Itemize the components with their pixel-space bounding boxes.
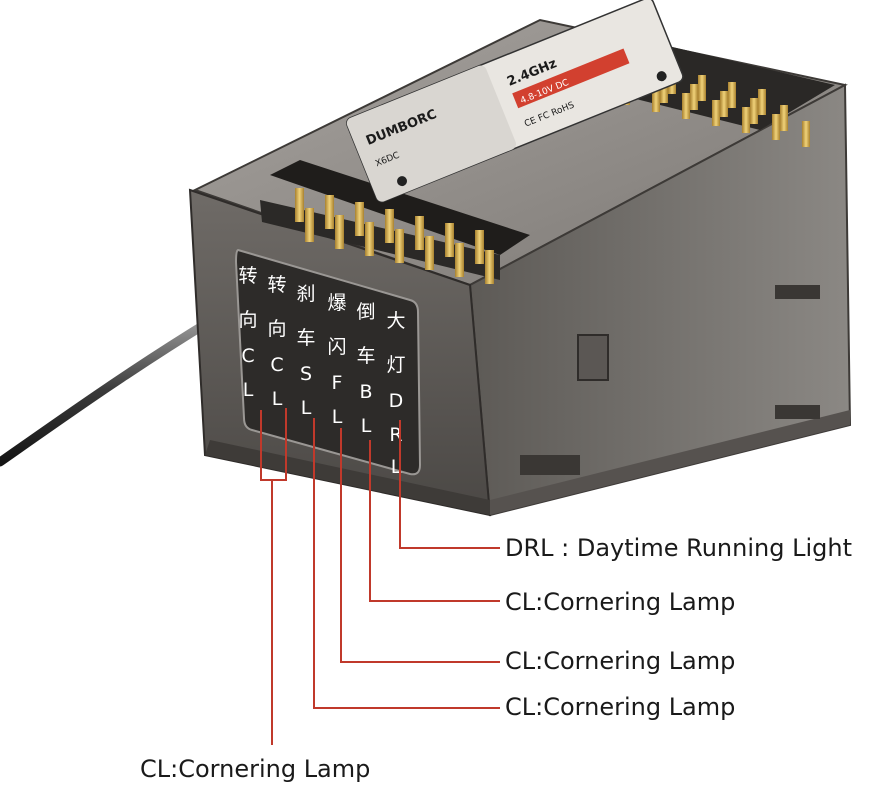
channel-label-sl-l1: S	[300, 363, 312, 385]
channel-label-sl-cn1: 刹	[296, 283, 315, 305]
model-sticker: DUMBORC X6DC 2.4GHz 4.8-10V DC CE FC RoH…	[346, 0, 684, 203]
channel-label-drl-cn2: 灯	[386, 354, 405, 376]
channel-label-fl-l1: F	[332, 372, 343, 394]
front-pin	[455, 243, 464, 277]
front-pin	[355, 202, 364, 236]
rear-pin	[772, 114, 780, 140]
callout-fl: CL:Cornering Lamp	[505, 647, 736, 675]
callout-cl: CL:Cornering Lamp	[140, 755, 371, 783]
channel-label-drl-l3: L	[391, 456, 402, 478]
front-pin	[475, 230, 484, 264]
channel-label-fl-cn2: 闪	[327, 336, 346, 358]
leader-lines	[260, 408, 500, 745]
rear-pin	[690, 84, 698, 110]
channel-label-fl-l2: L	[332, 406, 343, 428]
channel-label-cl1-l2: L	[243, 379, 254, 401]
rear-pin	[720, 91, 728, 117]
rear-pin	[758, 89, 766, 115]
channel-label-cl1-l1: C	[241, 345, 254, 367]
channel-label-sl-cn2: 车	[296, 327, 315, 349]
channel-label-cl2-cn1: 转	[267, 274, 286, 296]
front-pin	[445, 223, 454, 257]
front-pin	[385, 209, 394, 243]
channel-label-drl-cn1: 大	[386, 310, 405, 332]
channel-label-bl-cn2: 车	[356, 345, 375, 367]
front-pin	[425, 236, 434, 270]
front-pin	[325, 195, 334, 229]
channel-label-bl-cn1: 倒	[356, 301, 375, 323]
channel-label-cl2-cn2: 向	[267, 318, 286, 340]
rear-pin	[712, 100, 720, 126]
front-pin	[415, 216, 424, 250]
front-pin	[295, 188, 304, 222]
channel-label-cl2-l1: C	[270, 354, 283, 376]
rear-pin	[698, 75, 706, 101]
channel-label-fl-cn1: 爆	[327, 292, 346, 314]
rear-pin	[742, 107, 750, 133]
front-pin-header	[260, 160, 530, 284]
rear-pin	[802, 121, 810, 147]
rear-pin	[750, 98, 758, 124]
callout-bl: CL:Cornering Lamp	[505, 588, 736, 616]
rear-pin	[682, 93, 690, 119]
channel-label-bl-l2: L	[361, 415, 372, 437]
channel-label-cl1-cn2: 向	[238, 309, 257, 331]
channel-label-cl2-l2: L	[272, 388, 283, 410]
rear-pin	[780, 105, 788, 131]
callout-drl: DRL : Daytime Running Light	[505, 534, 852, 562]
front-pin	[305, 208, 314, 242]
channel-label-bl-l1: B	[359, 381, 372, 403]
rear-pin	[660, 77, 668, 103]
callout-sl: CL:Cornering Lamp	[505, 693, 736, 721]
antenna-wire	[0, 300, 230, 467]
leader-line-bl	[369, 440, 500, 602]
channel-label-sl-l2: L	[301, 397, 312, 419]
front-pin	[365, 222, 374, 256]
leader-line-drl	[399, 420, 500, 549]
leader-line-cl-bracket	[260, 408, 287, 481]
leader-line-fl	[340, 428, 500, 663]
leader-line-sl	[313, 418, 500, 709]
rear-pin	[728, 82, 736, 108]
rear-pin	[652, 86, 660, 112]
front-pin	[335, 215, 344, 249]
front-pin	[485, 250, 494, 284]
channel-label-drl-l1: D	[389, 390, 404, 412]
channel-label-cl1-cn1: 转	[238, 265, 257, 287]
front-pin	[395, 229, 404, 263]
